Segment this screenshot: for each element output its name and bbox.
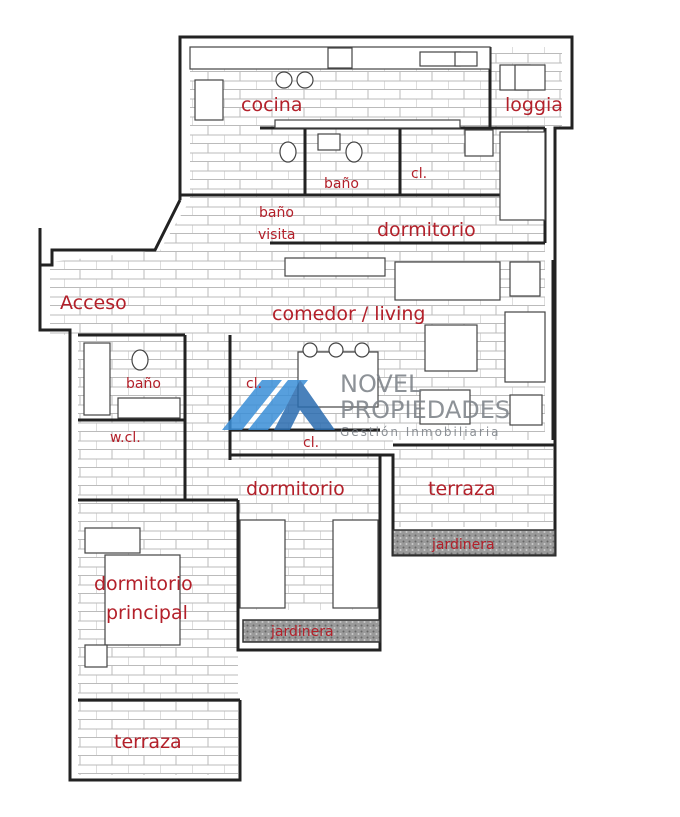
watermark-line3: Gestión Inmobiliaria bbox=[340, 425, 501, 439]
armchair bbox=[504, 311, 546, 383]
watermark-line1: NOVEL bbox=[340, 370, 422, 398]
dining-chair bbox=[328, 342, 344, 358]
vanity bbox=[117, 397, 181, 419]
toilet bbox=[131, 349, 149, 371]
kitchen-sink bbox=[419, 51, 461, 67]
label-dormitorio-mid: dormitorio bbox=[246, 478, 345, 500]
planter-right bbox=[392, 529, 556, 556]
toilet bbox=[345, 141, 363, 163]
label-closet-top: cl. bbox=[411, 166, 427, 182]
sideboard bbox=[284, 257, 386, 277]
label-acceso: Acceso bbox=[60, 292, 127, 314]
bed-2 bbox=[332, 519, 379, 609]
label-dormitorio-principal-1: dormitorio bbox=[94, 573, 193, 595]
label-dormitorio-principal-2: principal bbox=[106, 602, 188, 624]
kitchen-stool bbox=[296, 71, 314, 89]
label-loggia: loggia bbox=[505, 94, 563, 116]
label-closet-mid: cl. bbox=[246, 376, 262, 392]
label-bano-suite: baño bbox=[324, 176, 359, 192]
dining-chair bbox=[354, 342, 370, 358]
furniture bbox=[83, 46, 546, 668]
breakfast-bar bbox=[274, 119, 461, 129]
label-terraza-right: terraza bbox=[428, 478, 496, 500]
laundry-appliance bbox=[514, 64, 546, 91]
kitchen-sink-2 bbox=[454, 51, 478, 67]
bathtub bbox=[83, 342, 111, 416]
dresser bbox=[84, 527, 141, 554]
side-table bbox=[509, 394, 543, 426]
label-bano-visita-2: visita bbox=[258, 227, 295, 243]
nightstand bbox=[84, 644, 108, 668]
lounge-chairs bbox=[419, 389, 471, 425]
label-bano-visita-1: baño bbox=[259, 205, 294, 221]
cooktop bbox=[327, 47, 353, 69]
coffee-table bbox=[424, 324, 478, 372]
planter-mid bbox=[242, 619, 381, 643]
kitchen-stool bbox=[275, 71, 293, 89]
washbasin bbox=[317, 133, 341, 151]
master-bed bbox=[104, 554, 181, 646]
label-wcl: w.cl. bbox=[110, 430, 141, 446]
toilet bbox=[279, 141, 297, 163]
bed bbox=[499, 131, 546, 221]
fridge bbox=[194, 79, 224, 121]
label-dormitorio-top: dormitorio bbox=[377, 219, 476, 241]
side-table bbox=[509, 261, 541, 297]
logo-mark bbox=[248, 380, 308, 430]
label-comedor-living: comedor / living bbox=[272, 303, 425, 325]
dining-chair bbox=[302, 342, 318, 358]
watermark-line2: PROPIEDADES bbox=[340, 396, 510, 424]
sofa bbox=[394, 261, 501, 301]
label-terraza-bottom: terraza bbox=[114, 731, 182, 753]
label-bano-left: baño bbox=[126, 376, 161, 392]
watermark-logo: NOVEL PROPIEDADES Gestión Inmobiliaria bbox=[222, 370, 510, 439]
label-cocina: cocina bbox=[241, 94, 302, 116]
walls bbox=[38, 35, 574, 782]
bed-1 bbox=[239, 519, 286, 609]
nightstand bbox=[464, 129, 494, 157]
room-labels: cocina loggia baño cl. baño visita dormi… bbox=[60, 94, 563, 753]
label-closet-low: cl. bbox=[303, 435, 319, 451]
label-jardinera-right: jardinera bbox=[431, 537, 495, 553]
logo-mark bbox=[222, 380, 282, 430]
label-jardinera-mid: jardinera bbox=[270, 624, 334, 640]
logo-mark bbox=[274, 380, 335, 430]
